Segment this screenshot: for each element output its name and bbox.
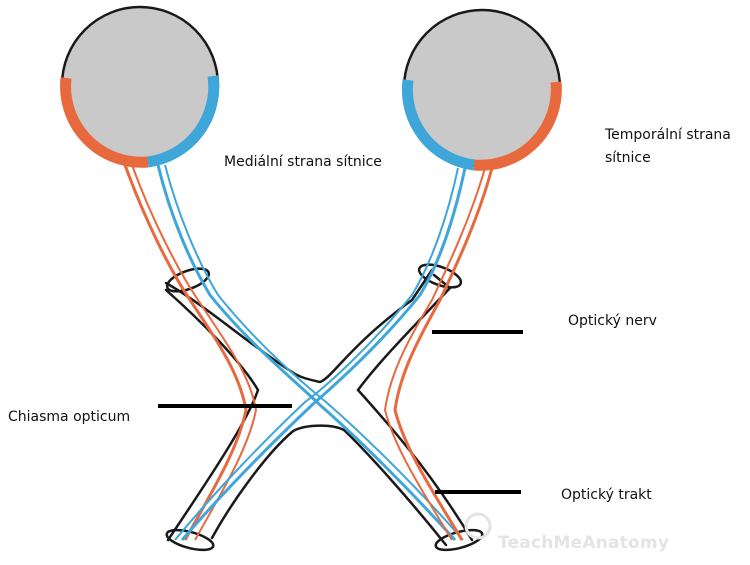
temporal-retina-label-line2: sítnice	[605, 147, 651, 169]
optic-nerve-label: Optický nerv	[568, 310, 657, 332]
temporal-retina-label-line1: Temporální strana	[605, 124, 731, 146]
watermark-logo-icon	[466, 514, 490, 538]
optic-tract-label: Optický trakt	[561, 484, 652, 506]
medial-retina-label: Mediální strana sítnice	[224, 151, 382, 173]
watermark-text: TeachMeAnatomy	[498, 533, 669, 553]
chiasma-label: Chiasma opticum	[8, 406, 130, 428]
right-tract-opening	[434, 526, 485, 554]
left-temporal-fibers-2	[132, 165, 256, 540]
